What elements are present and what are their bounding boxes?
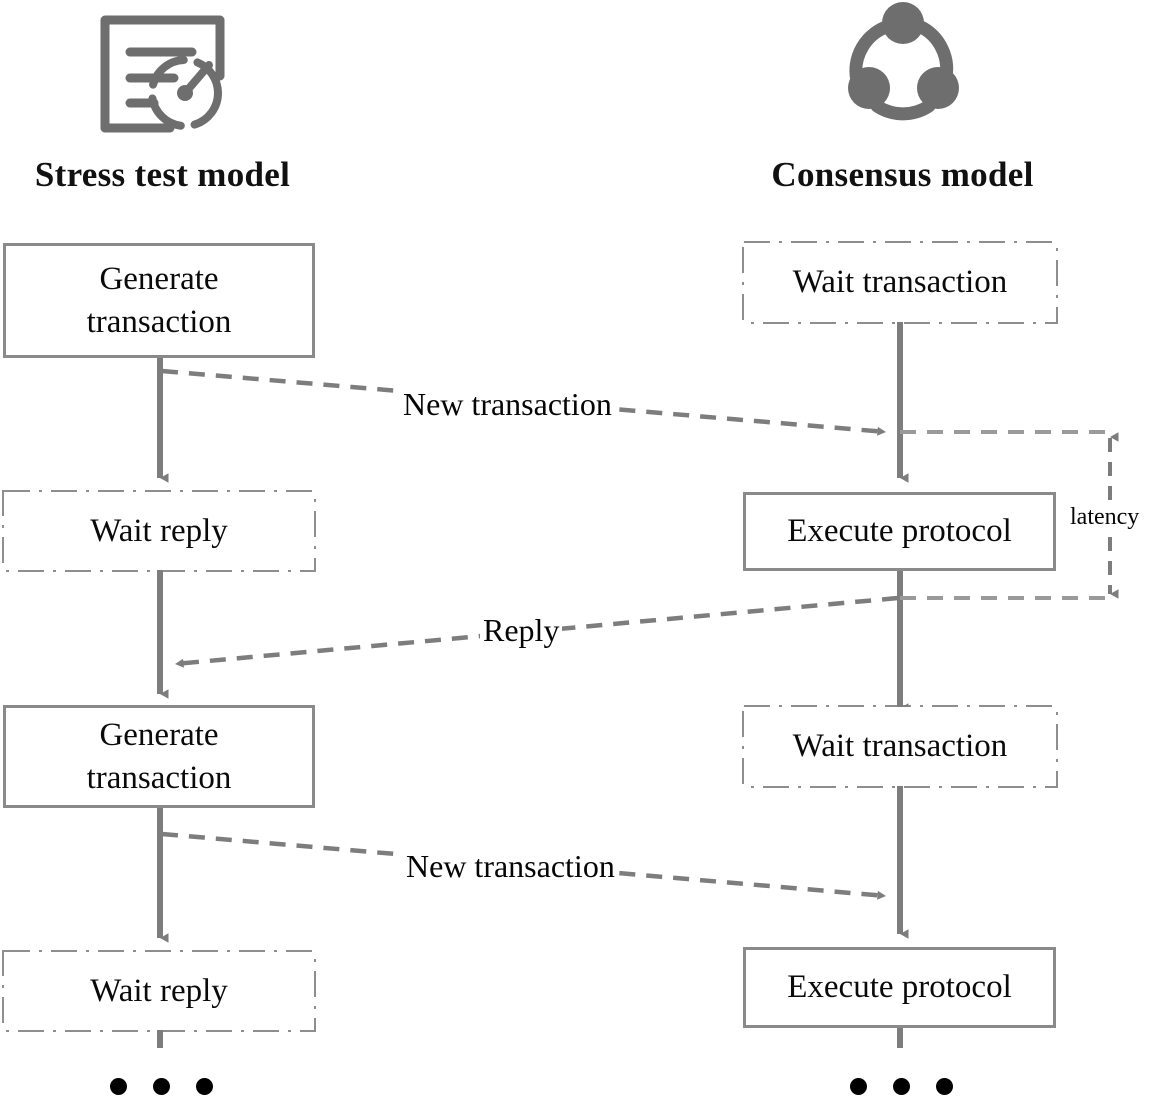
node-label-line2: transaction xyxy=(86,303,232,340)
node-label-line1: Wait transaction xyxy=(792,264,1008,301)
node-generate-transaction-1[interactable]: Generate transaction xyxy=(3,243,315,358)
node-wait-reply-2[interactable]: Wait reply xyxy=(4,952,314,1030)
continuation-ellipsis-right xyxy=(850,1078,953,1095)
node-label-line1: Wait transaction xyxy=(792,728,1008,765)
message-label-reply: Reply xyxy=(480,612,563,649)
message-label-new-transaction-1: New transaction xyxy=(400,386,615,423)
node-generate-transaction-2[interactable]: Generate transaction xyxy=(3,705,315,808)
message-label-new-transaction-2: New transaction xyxy=(403,848,618,885)
ellipsis-dot xyxy=(893,1078,910,1095)
node-label-line1: Generate xyxy=(99,261,219,298)
ellipsis-dot xyxy=(850,1078,867,1095)
ellipsis-dot xyxy=(110,1078,127,1095)
ellipsis-dot xyxy=(153,1078,170,1095)
node-label-line1: Wait reply xyxy=(90,512,228,549)
ellipsis-dot xyxy=(196,1078,213,1095)
consensus-nodes-icon xyxy=(833,2,973,132)
node-execute-protocol-2[interactable]: Execute protocol xyxy=(743,947,1056,1028)
node-execute-protocol-1[interactable]: Execute protocol xyxy=(743,492,1056,571)
node-label-line2: transaction xyxy=(86,759,232,796)
node-label-line1: Generate xyxy=(99,717,219,754)
continuation-ellipsis-left xyxy=(110,1078,213,1095)
latency-label: latency xyxy=(1068,504,1142,531)
node-wait-transaction-2[interactable]: Wait transaction xyxy=(744,707,1056,786)
node-label-line1: Wait reply xyxy=(90,972,228,1009)
page-title-stress-test: Stress test model xyxy=(34,155,291,194)
document-gauge-icon xyxy=(88,8,233,133)
node-label-line1: Execute protocol xyxy=(787,969,1012,1006)
page-title-consensus: Consensus model xyxy=(771,155,1034,194)
node-wait-transaction-1[interactable]: Wait transaction xyxy=(744,243,1056,322)
node-label-line1: Execute protocol xyxy=(787,513,1012,550)
ellipsis-dot xyxy=(936,1078,953,1095)
node-wait-reply-1[interactable]: Wait reply xyxy=(4,492,314,570)
